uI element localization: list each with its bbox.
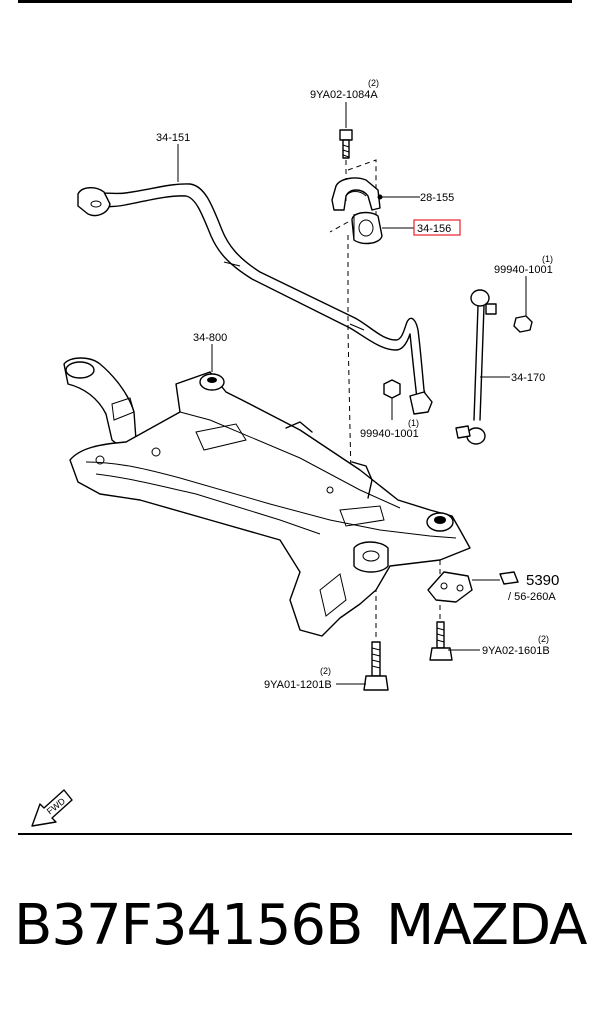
callout-bushing: 34-156 bbox=[417, 223, 451, 235]
right-bolt bbox=[429, 621, 453, 661]
bar-nut-left bbox=[383, 379, 401, 399]
callout-nut-right: 99940-1001 bbox=[494, 264, 553, 276]
top-bolt bbox=[339, 129, 353, 159]
callout-subframe: 34-800 bbox=[193, 332, 227, 344]
callout-qty-right-bolt: (2) bbox=[538, 634, 549, 644]
callout-qty-top-bolt: (2) bbox=[368, 78, 379, 88]
bracket-5390 bbox=[427, 571, 519, 603]
brand-name: MAZDA bbox=[386, 893, 587, 958]
front-subframe bbox=[63, 357, 471, 637]
stabilizer-bar bbox=[77, 183, 433, 415]
stabilizer-bushing bbox=[351, 211, 383, 245]
callout-bracket: 28-155 bbox=[420, 192, 454, 204]
link-upper-nut bbox=[513, 315, 533, 333]
bottom-bolt bbox=[363, 641, 389, 691]
bushing-bracket bbox=[331, 177, 381, 211]
leader-28-155-dot bbox=[377, 194, 383, 200]
callout-right-bolt: 9YA02-1601B bbox=[482, 645, 550, 657]
highlight-box bbox=[413, 219, 461, 236]
part-number: B37F34156B bbox=[14, 893, 363, 958]
callout-stabilizer-bar: 34-151 bbox=[156, 132, 190, 144]
callout-top-bolt: 9YA02-1084A bbox=[310, 89, 378, 101]
assembly-bracket-dashes bbox=[329, 159, 377, 233]
callout-5390: 5390 bbox=[526, 572, 559, 589]
callout-nut-left: 99940-1001 bbox=[360, 428, 419, 440]
fwd-arrow-icon: FWD bbox=[31, 789, 73, 827]
callout-link: 34-170 bbox=[511, 372, 545, 384]
callout-bottom-bolt: 9YA01-1201B bbox=[264, 679, 332, 691]
callout-qty-bottom-bolt: (2) bbox=[320, 666, 331, 676]
stabilizer-link bbox=[455, 289, 497, 445]
callout-5390-sub: / 56-260A bbox=[508, 591, 556, 603]
callout-qty-nut-right: (1) bbox=[542, 254, 553, 264]
callout-qty-nut-left: (1) bbox=[408, 418, 419, 428]
footer-caption: B37F34156B MAZDA bbox=[14, 893, 594, 973]
